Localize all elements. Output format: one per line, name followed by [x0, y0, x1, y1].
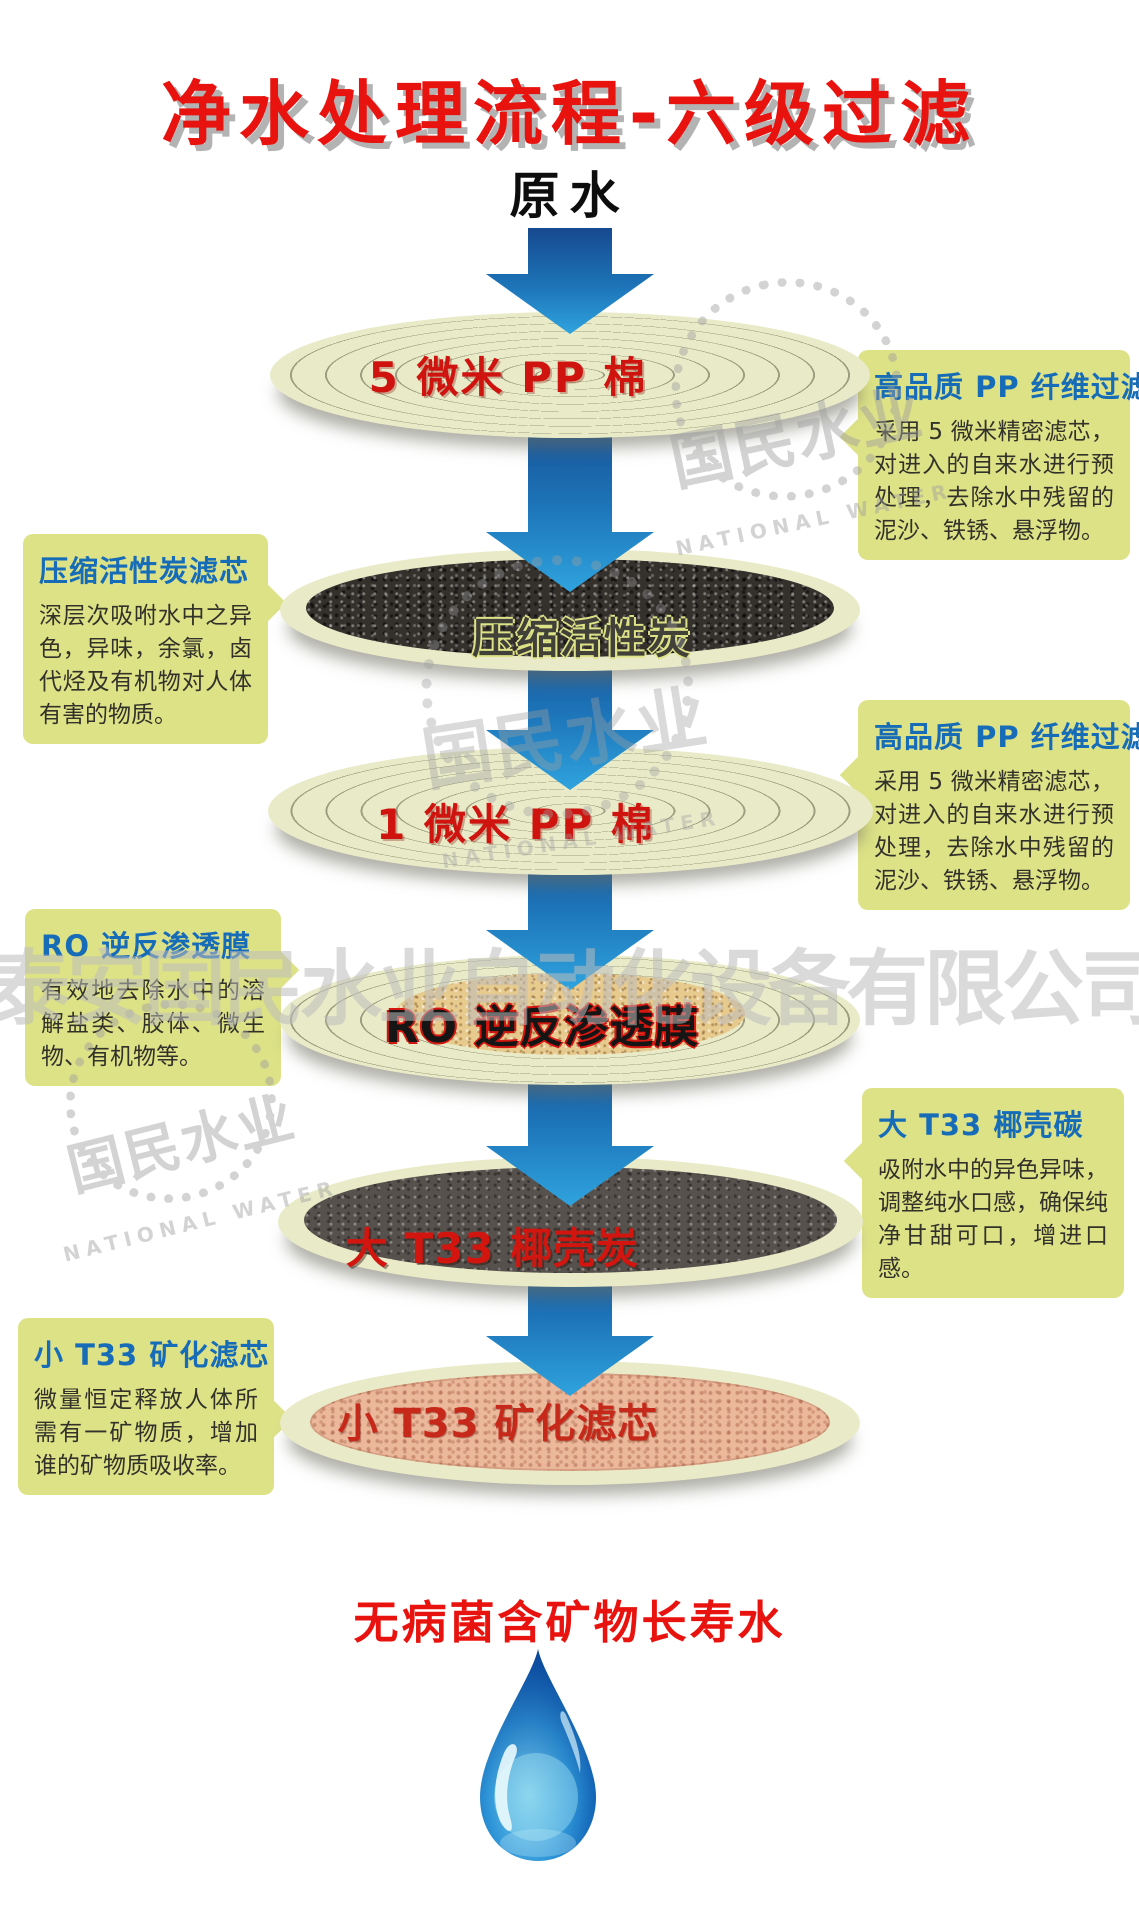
stamp-cn-text: 国民水业	[61, 1085, 303, 1205]
filter-disk-t33-small-label: 小 T33 矿化滤芯	[337, 1401, 659, 1447]
raw-water-label: 原水	[509, 167, 630, 225]
callout-carbon-body: 深层次吸咐水中之异色，异味，余氯，卤代烃及有机物对人体有害的物质。	[39, 603, 252, 728]
filter-disk-ro-label: RO 逆反渗透膜	[384, 1002, 700, 1053]
filter-disk-carbon-label: 压缩活性炭	[471, 614, 692, 663]
callout-pp5-title: 高品质 PP 纤维过滤棉芯	[874, 370, 1139, 404]
filter-disk-pp1-label: 1 微米 PP 棉	[376, 800, 655, 849]
callout-ro: RO 逆反渗透膜 有效地去除水中的溶解盐类、胶体、微生物、有机物等。	[25, 909, 281, 1086]
callout-t33-small: 小 T33 矿化滤芯 微量恒定释放人体所需有一矿物质，增加谁的矿物质吸收率。	[18, 1318, 274, 1495]
page-title: 净水处理流程-六级过滤	[160, 73, 979, 155]
callout-pp1-body: 采用 5 微米精密滤芯，对进入的自来水进行预处理，去除水中残留的泥沙、铁锈、悬浮…	[874, 769, 1114, 894]
carbon-disk-surface	[306, 559, 834, 657]
callout-pp5: 高品质 PP 纤维过滤棉芯 采用 5 微米精密滤芯，对进入的自来水进行预处理，去…	[858, 350, 1139, 560]
callout-ro-title: RO 逆反渗透膜	[41, 929, 252, 963]
callout-carbon-title: 压缩活性炭滤芯	[39, 554, 250, 588]
filter-disk-pp5: 5 微米 PP 棉	[270, 312, 870, 438]
callout-t33-big-title: 大 T33 椰壳碳	[878, 1108, 1084, 1142]
callout-t33-small-title: 小 T33 矿化滤芯	[34, 1338, 270, 1372]
result-label: 无病菌含矿物长寿水	[353, 1596, 786, 1649]
water-drop-icon	[470, 1645, 606, 1867]
filter-disk-carbon: 压缩活性炭	[280, 549, 860, 671]
callout-t33-big: 大 T33 椰壳碳 吸附水中的异色异味，调整纯水口感，确保纯净甘甜可口，增进口感…	[862, 1088, 1124, 1298]
callout-pp5-body: 采用 5 微米精密滤芯，对进入的自来水进行预处理，去除水中残留的泥沙、铁锈、悬浮…	[874, 419, 1114, 544]
callout-ro-body: 有效地去除水中的溶解盐类、胶体、微生物、有机物等。	[41, 978, 265, 1070]
filter-disk-pp5-label: 5 微米 PP 棉	[368, 353, 648, 402]
filter-disk-t33-big-label: 大 T33 椰壳炭	[345, 1224, 640, 1273]
callout-t33-small-body: 微量恒定释放人体所需有一矿物质，增加谁的矿物质吸收率。	[34, 1387, 258, 1479]
callout-pp1-title: 高品质 PP 纤维过滤棉芯	[874, 720, 1139, 754]
callout-pp1: 高品质 PP 纤维过滤棉芯 采用 5 微米精密滤芯，对进入的自来水进行预处理，去…	[858, 700, 1139, 910]
callout-carbon: 压缩活性炭滤芯 深层次吸咐水中之异色，异味，余氯，卤代烃及有机物对人体有害的物质…	[23, 534, 268, 744]
callout-t33-big-body: 吸附水中的异色异味，调整纯水口感，确保纯净甘甜可口，增进口感。	[878, 1157, 1108, 1282]
